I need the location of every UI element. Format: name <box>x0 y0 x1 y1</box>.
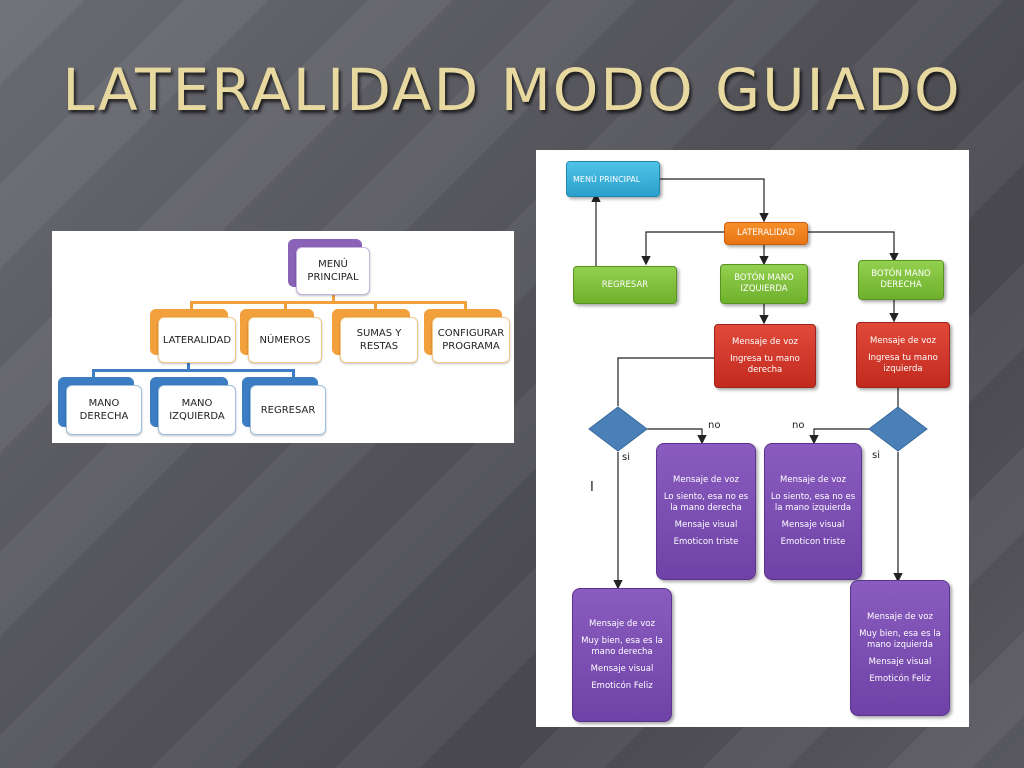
hierarchy-diagram: MENÚ PRINCIPAL LATERALIDAD NÚMEROS SUMAS… <box>52 231 514 443</box>
slide-title: LATERALIDAD MODO GUIADO <box>62 56 962 124</box>
node-regresar: REGRESAR <box>242 377 326 435</box>
label-si-right: si <box>872 450 880 461</box>
flow-wrong-derecha: Mensaje de voz Lo siento, esa no es la m… <box>656 443 756 580</box>
connector <box>190 301 193 311</box>
flowchart-diagram: MENÚ PRINCIPAL LATERALIDAD REGRESAR BOTÓ… <box>536 150 969 727</box>
connector <box>332 291 335 303</box>
connector <box>374 301 377 311</box>
label-si-left: si <box>622 452 630 463</box>
flow-ok-izquierda: Mensaje de voz Muy bien, esa es la mano … <box>850 580 950 716</box>
node-mano-derecha: MANO DERECHA <box>58 377 142 435</box>
connector <box>187 361 190 371</box>
connector <box>292 369 295 379</box>
connector <box>92 369 95 379</box>
label-no-left: no <box>708 420 721 431</box>
connector <box>190 301 466 304</box>
connector <box>284 301 287 311</box>
flowchart-connectors <box>588 178 928 590</box>
node-numeros: NÚMEROS <box>240 309 322 363</box>
flow-boton-mano-izquierda: BOTÓN MANO IZQUIERDA <box>720 264 808 304</box>
node-menu-principal: MENÚ PRINCIPAL <box>288 239 370 295</box>
node-lateralidad: LATERALIDAD <box>150 309 236 363</box>
flow-boton-mano-derecha: BOTÓN MANO DERECHA <box>858 260 944 300</box>
flow-ok-derecha: Mensaje de voz Muy bien, esa es la mano … <box>572 588 672 722</box>
flow-regresar: REGRESAR <box>573 266 677 304</box>
text-cursor: I <box>590 480 594 495</box>
node-configurar-programa: CONFIGURAR PROGRAMA <box>424 309 510 363</box>
label-no-right: no <box>792 420 805 431</box>
decision-diamond-left <box>588 406 648 452</box>
flow-voz-mano-derecha: Mensaje de voz Ingresa tu mano derecha <box>714 324 816 388</box>
decision-diamond-right <box>868 406 928 452</box>
flow-wrong-izquierda: Mensaje de voz Lo siento, esa no es la m… <box>764 443 862 580</box>
connector <box>464 301 467 311</box>
flow-menu-principal: MENÚ PRINCIPAL <box>566 161 660 197</box>
flow-voz-mano-izquierda: Mensaje de voz Ingresa tu mano izquierda <box>856 322 950 388</box>
connector <box>92 369 292 372</box>
node-mano-izquierda: MANO IZQUIERDA <box>150 377 236 435</box>
flow-lateralidad: LATERALIDAD <box>724 222 808 245</box>
node-sumas-y-restas: SUMAS Y RESTAS <box>332 309 418 363</box>
